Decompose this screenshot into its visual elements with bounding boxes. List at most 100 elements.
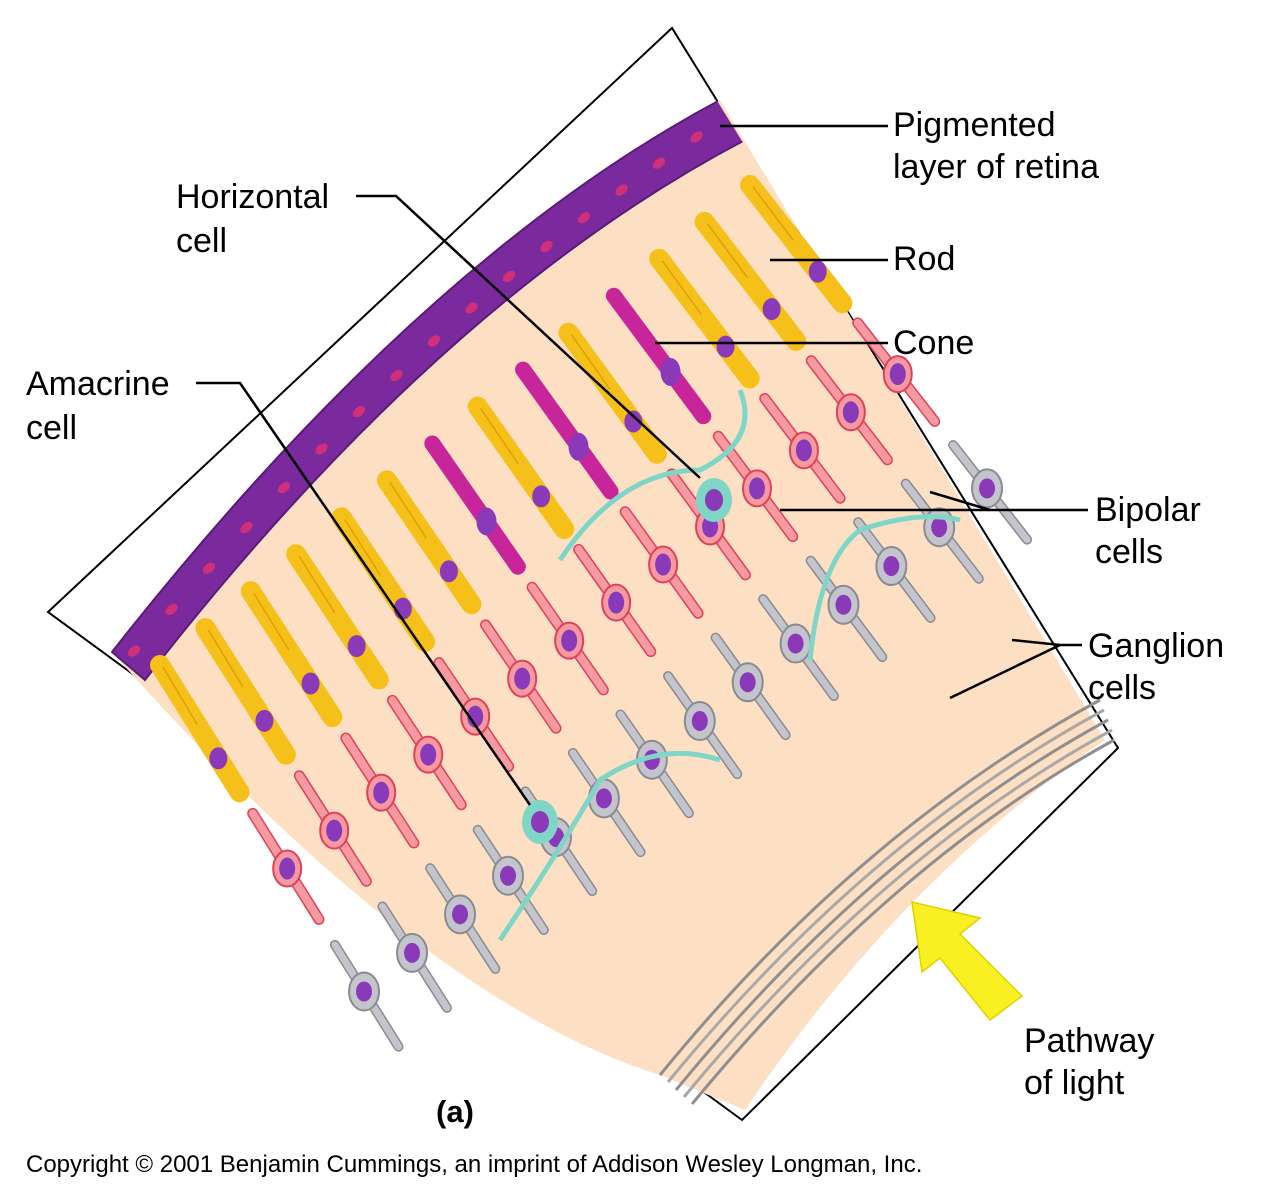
pigment-nucleus (165, 603, 178, 616)
bipolar-nucleus (514, 667, 531, 690)
ganglion-nucleus (595, 788, 612, 809)
cell-column (605, 287, 888, 662)
rod-outer-segment (752, 186, 794, 241)
horizontal-cell-nucleus (705, 489, 723, 511)
rod-cell (740, 175, 853, 314)
pigment-nucleus (202, 562, 216, 574)
cell-column (515, 361, 791, 741)
ganglion-nucleus (979, 478, 996, 499)
label-horizontal-line1: Horizontal (176, 178, 329, 216)
cone-nucleus (476, 507, 497, 536)
bipolar-nucleus (467, 705, 484, 728)
label-pigmented-line2: layer of retina (893, 148, 1099, 186)
amacrine-cell-process (807, 514, 961, 661)
amacrine-cell-nucleus (531, 811, 549, 833)
bipolar-nucleus (842, 401, 859, 424)
ganglion-nucleus (931, 517, 948, 538)
pigment-nucleus (615, 184, 628, 196)
cell-column (150, 655, 404, 1052)
rod-outer-segment (162, 666, 198, 725)
label-rod: Rod (893, 240, 955, 278)
cell-column (195, 618, 452, 1013)
label-amacrine-line2: cell (26, 409, 77, 447)
cell-column (286, 544, 549, 935)
bipolar-nucleus (420, 743, 437, 766)
rod-cell (331, 507, 436, 652)
ganglion-nucleus (835, 594, 852, 615)
rod-cell (286, 544, 389, 690)
ganglion-nucleus (500, 865, 517, 886)
bipolar-nucleus (373, 781, 390, 804)
rod-outer-segment (207, 629, 244, 688)
cell-column (740, 175, 1033, 545)
cell-column (424, 435, 694, 819)
cell-column (649, 248, 936, 623)
pigment-nucleus (390, 369, 403, 382)
bipolar-nucleus (748, 477, 765, 500)
rod-nucleus (624, 410, 643, 433)
cell-column (558, 322, 839, 702)
bipolar-nucleus (561, 629, 578, 652)
rod-cell (694, 211, 807, 351)
cell-column (467, 396, 743, 780)
label-pigmented-line1: Pigmented (893, 106, 1056, 144)
pigment-nucleus (502, 270, 516, 283)
pigment-nucleus (465, 302, 478, 314)
label-bipolar-line2: cells (1095, 533, 1163, 571)
rod-nucleus (209, 747, 228, 770)
bipolar-nucleus (795, 439, 812, 462)
ganglion-nucleus (739, 672, 756, 693)
rod-cell (195, 618, 296, 765)
cell-column (240, 581, 501, 974)
leader-lines (196, 124, 1088, 806)
pigment-nucleus (652, 157, 666, 169)
cell-layers (150, 175, 1033, 1052)
rod-outer-segment (661, 260, 703, 316)
nerve-fiber-layer (658, 698, 1115, 1105)
pigment-nucleus (277, 482, 291, 494)
ganglion-nucleus (356, 981, 373, 1002)
label-bipolar-line1: Bipolar (1095, 491, 1201, 529)
rod-outer-segment (570, 334, 611, 390)
ganglion-nucleus (787, 633, 804, 654)
rod-outer-segment (253, 592, 290, 651)
rod-outer-segment (298, 555, 336, 614)
pigment-nucleus (540, 240, 553, 253)
rod-nucleus (716, 335, 735, 358)
cone-cell (515, 361, 619, 500)
rod-cell (150, 655, 250, 803)
bipolar-nucleus (608, 591, 625, 614)
light-arrow (911, 901, 1024, 1022)
pigment-nucleus (315, 443, 328, 455)
amacrine-cell-process (497, 750, 721, 942)
rod-outer-segment (707, 223, 748, 278)
bipolar-nucleus (326, 819, 343, 842)
rod-nucleus (301, 672, 320, 695)
rod-nucleus (255, 709, 274, 732)
rod-nucleus (762, 298, 781, 321)
rod-outer-segment (480, 408, 519, 465)
pigment-nucleus (352, 405, 366, 418)
label-pathway-line1: Pathway (1024, 1022, 1154, 1060)
rod-cell (649, 248, 760, 389)
rod-cell (240, 581, 343, 728)
pigment-nucleus (690, 131, 703, 143)
cone-cell (424, 435, 526, 575)
cell-column (331, 507, 598, 897)
rod-cell (467, 396, 575, 540)
pigment-nucleus (240, 521, 253, 534)
copyright-notice: Copyright © 2001 Benjamin Cummings, an i… (26, 1151, 922, 1178)
ganglion-nucleus (883, 556, 900, 577)
rod-nucleus (808, 260, 827, 283)
rod-nucleus (439, 560, 458, 583)
label-ganglion-line1: Ganglion (1088, 627, 1224, 665)
rod-outer-segment (389, 481, 428, 539)
figure-caption: (a) (436, 1094, 474, 1129)
bipolar-nucleus (279, 857, 296, 880)
ganglion-nucleus (691, 711, 708, 732)
cone-nucleus (660, 358, 681, 387)
pigment-nucleus (577, 212, 591, 224)
cell-column (694, 211, 984, 584)
label-cone: Cone (893, 324, 974, 362)
